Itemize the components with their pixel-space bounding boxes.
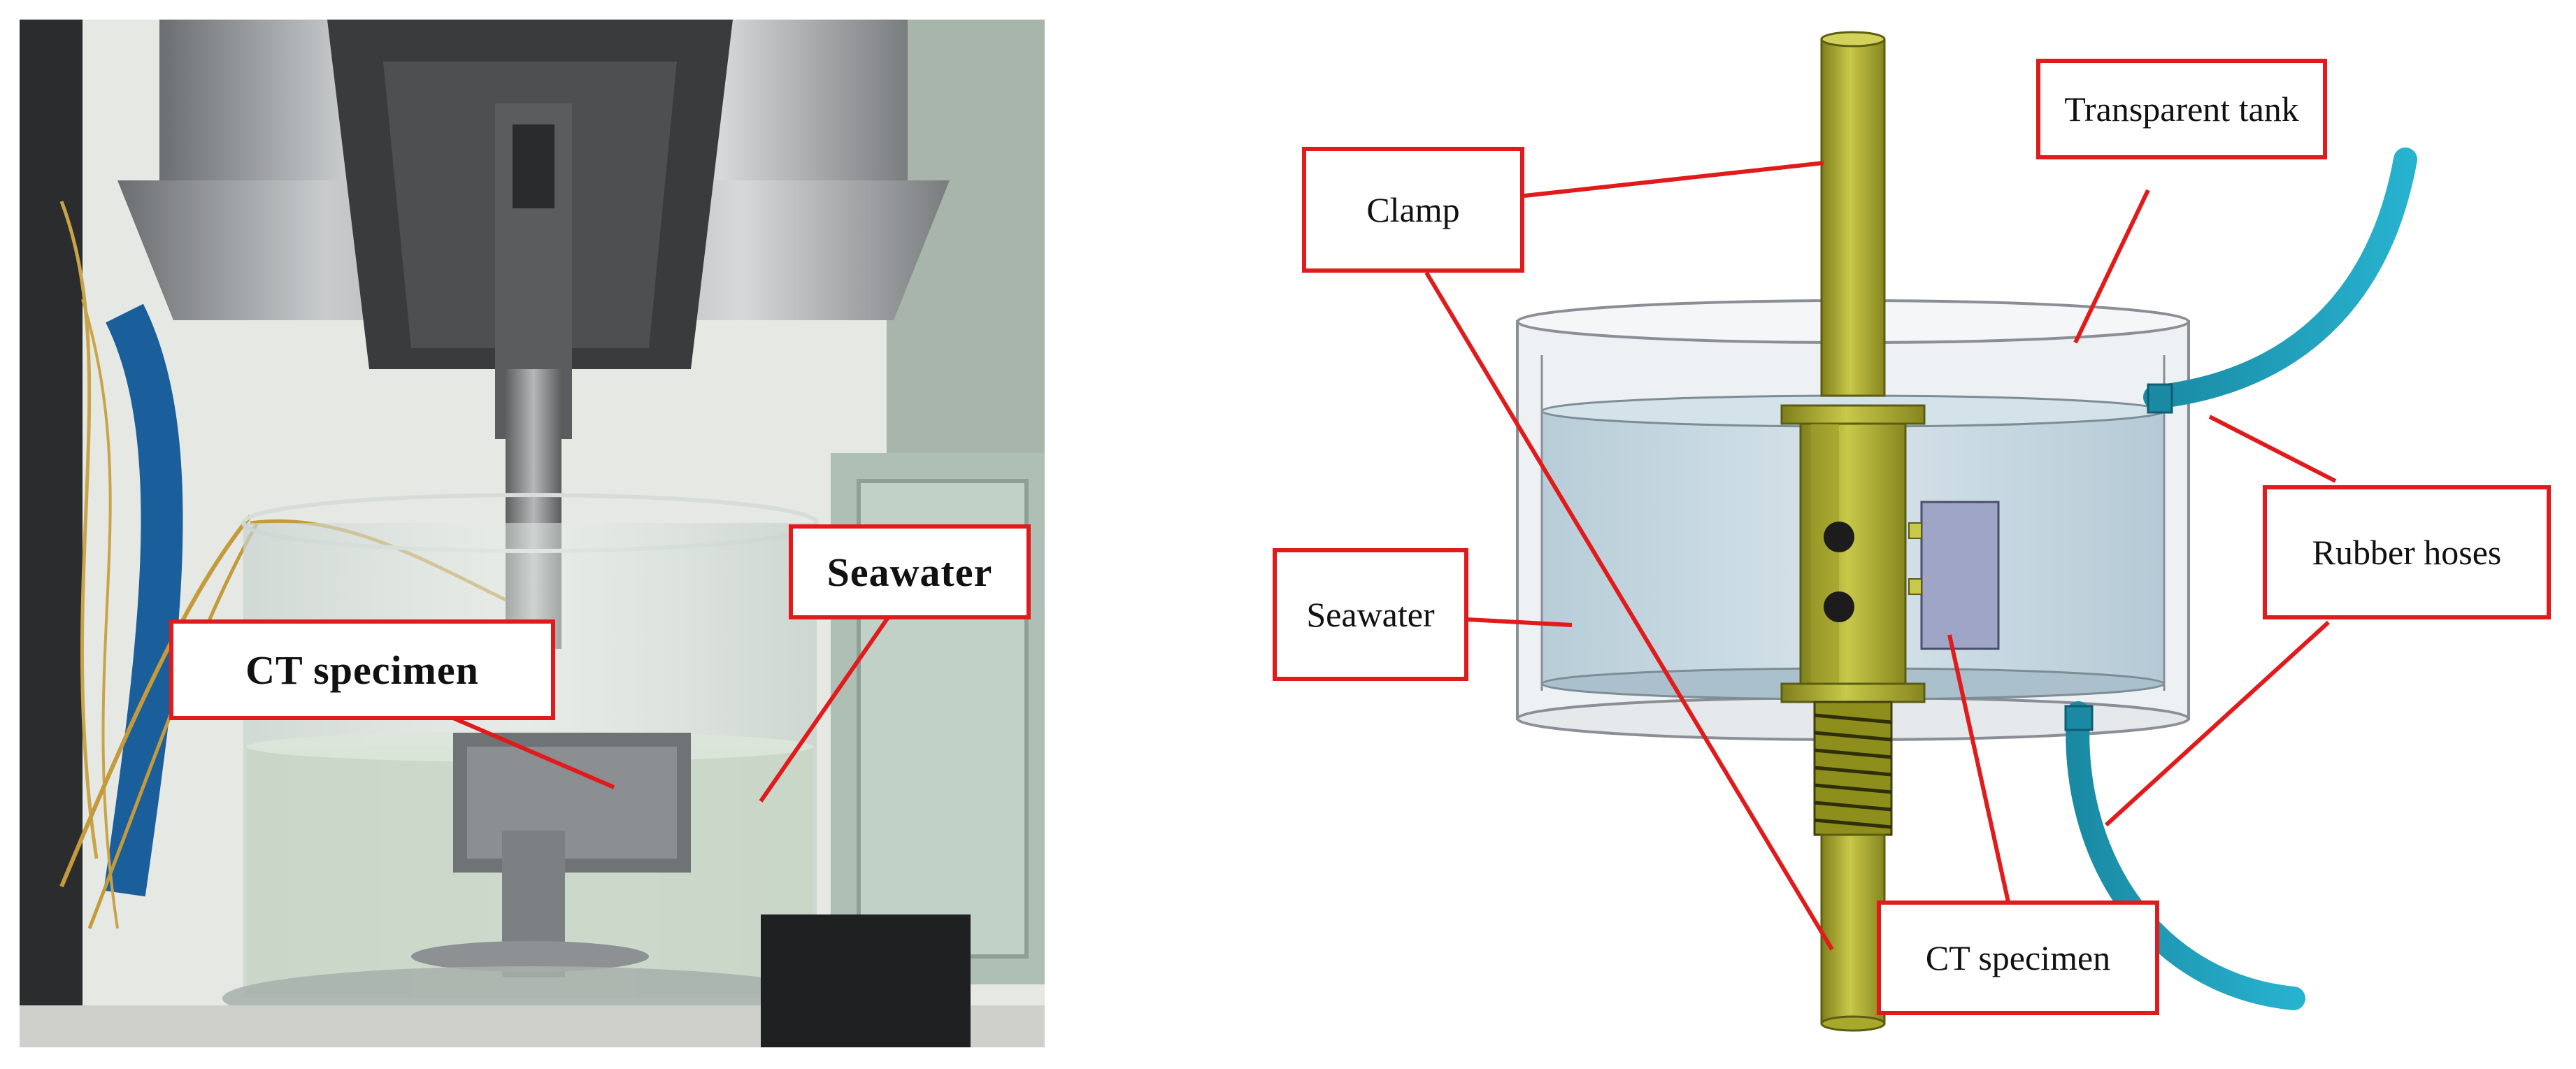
leader-rubber-hose-lower	[2104, 620, 2331, 827]
leader-rubber-hose-upper	[2208, 415, 2337, 483]
leader-ct-specimen	[1947, 634, 2010, 903]
diagram-illustration	[1424, 31, 2417, 1032]
leader-clamp-upper	[1524, 161, 1824, 198]
leader-transparent-tank	[2073, 189, 2150, 344]
seawater-label: Seawater	[1273, 548, 1468, 681]
clamp-rod-upper	[1820, 38, 1886, 397]
rubber-hoses-label: Rubber hoses	[2263, 485, 2551, 619]
rubber-hose-upper	[2143, 148, 2417, 409]
transparent-tank-label: Transparent tank	[2036, 59, 2327, 159]
ct-specimen-label-photo: CT specimen	[169, 619, 555, 720]
clamp-rod-lower	[1820, 833, 1886, 1025]
leader-seawater-photo	[759, 586, 911, 803]
leader-seawater	[1466, 617, 1573, 627]
cad-diagram: Clamp Transparent tank Seawater Rubber h…	[1189, 20, 2559, 1047]
clamp-label: Clamp	[1302, 147, 1524, 273]
ct-specimen-label: CT specimen	[1877, 901, 2159, 1015]
ct-specimen-plate	[1920, 501, 2000, 650]
seawater-label-photo: Seawater	[789, 524, 1031, 619]
leader-clamp-lower	[1424, 271, 1834, 951]
experiment-photo: CT specimen Seawater	[20, 20, 1045, 1047]
